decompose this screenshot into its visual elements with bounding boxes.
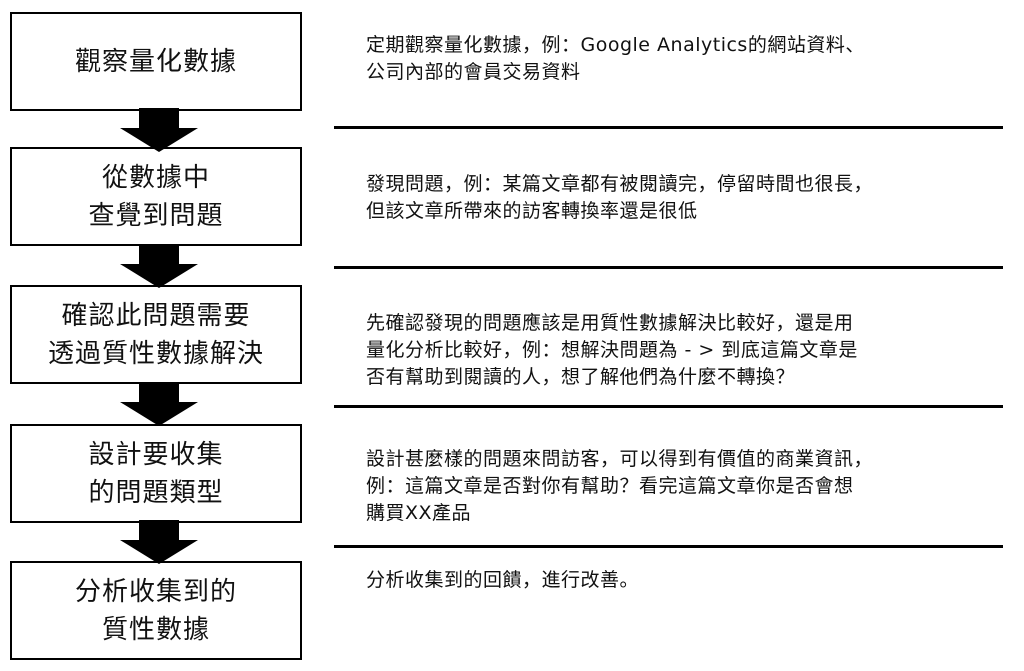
step-box-2: 從數據中 查覺到問題 [10,147,302,246]
step-box-1: 觀察量化數據 [10,12,302,111]
step-description-2: 發現問題，例：某篇文章都有被閱讀完，停留時間也很長， 但該文章所帶來的訪客轉換率… [366,173,874,222]
step-description-3: 先確認發現的問題應該是用質性數據解決比較好，還是用 量化分析比較好，例：想解決問… [366,312,858,388]
down-arrow-icon [120,520,198,564]
down-arrow-icon [120,382,198,426]
step-description-5: 分析收集到的回饋，進行改善。 [366,569,640,591]
step-box-5: 分析收集到的 質性數據 [10,561,302,660]
step-box-3: 確認此問題需要 透過質性數據解決 [10,285,302,384]
down-arrow-icon [120,108,198,152]
divider-line [334,545,1003,548]
step-description-1: 定期觀察量化數據，例：Google Analytics的網站資料、 公司內部的會… [366,34,865,83]
down-arrow-icon [120,244,198,288]
divider-line [334,405,1003,408]
divider-line [334,126,1003,129]
step-box-4: 設計要收集 的問題類型 [10,424,302,523]
divider-line [334,266,1003,269]
step-description-4: 設計甚麼樣的問題來問訪客，可以得到有價值的商業資訊， 例：這篇文章是否對你有幫助… [366,448,874,524]
